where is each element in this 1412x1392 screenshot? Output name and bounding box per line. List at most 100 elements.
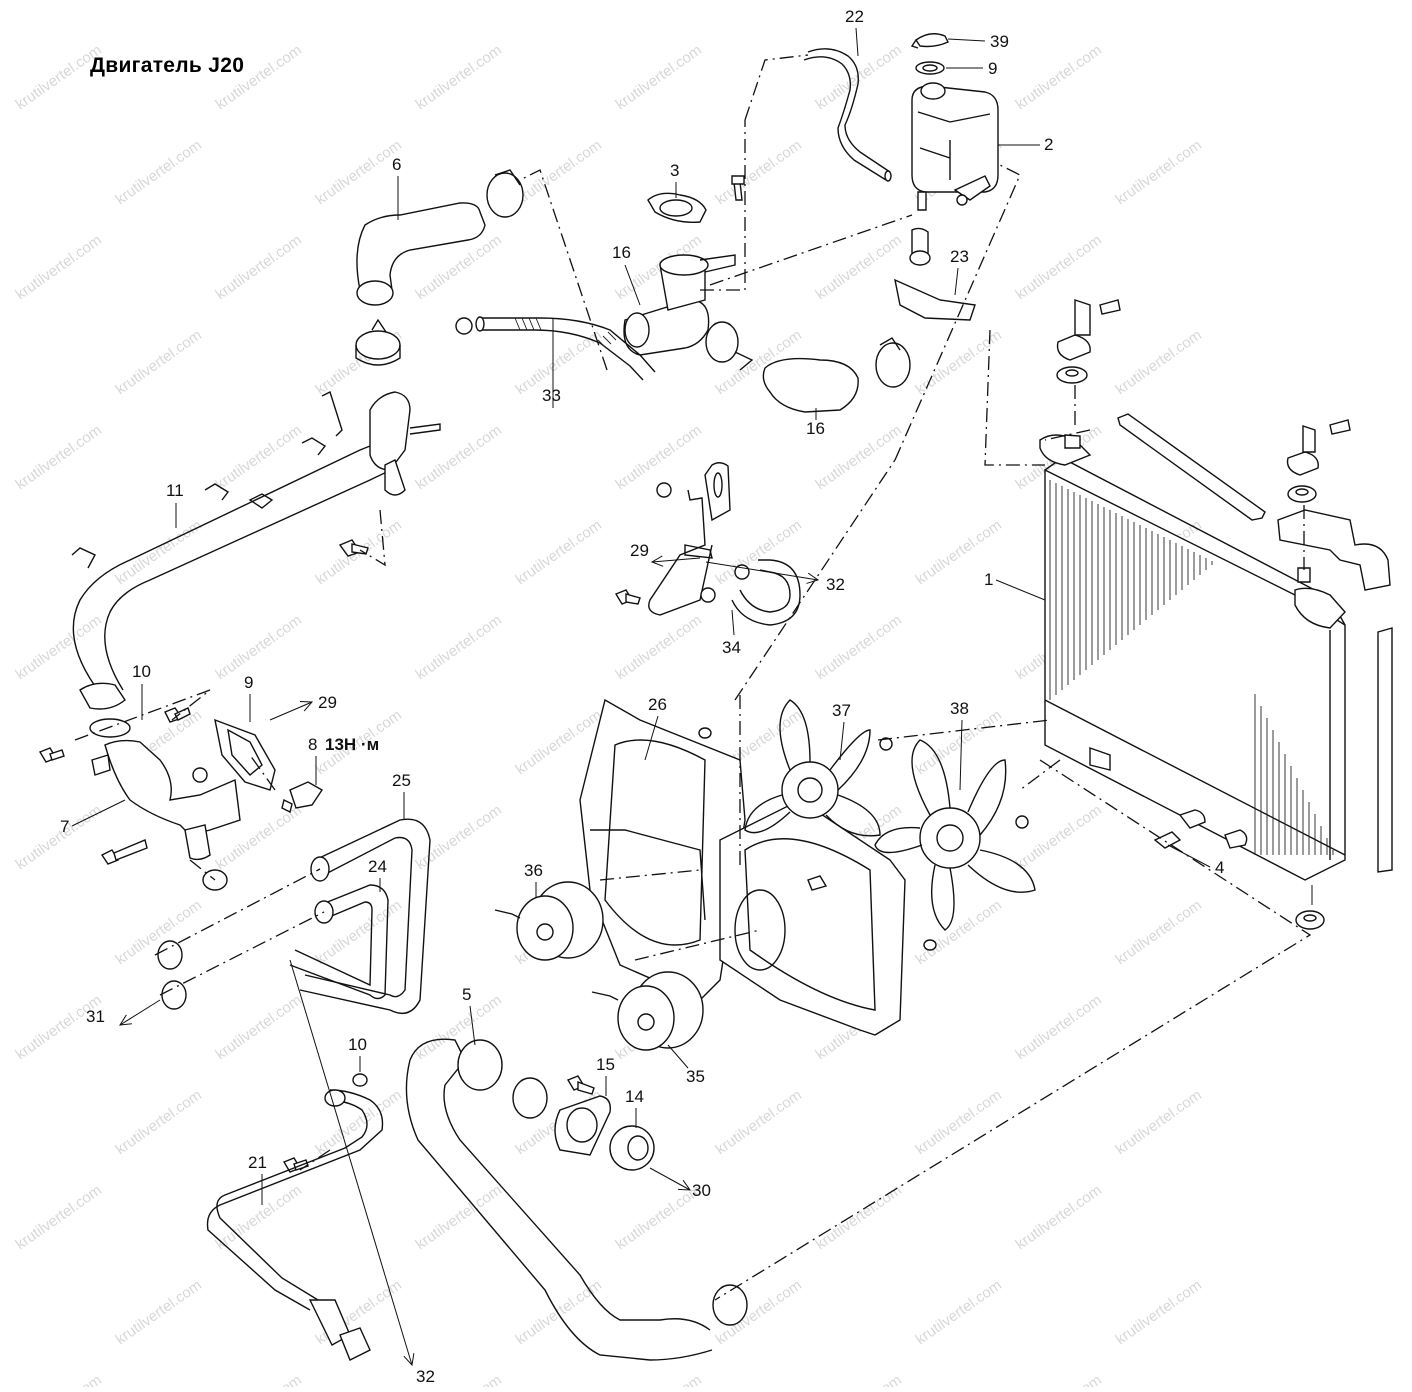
callout-label-21: 21 [248,1153,267,1172]
watermark-text: krutilvertel.com [613,612,705,684]
reservoir-seal-part [915,61,945,75]
watermark-text: krutilvertel.com [813,612,905,684]
bolt-part [338,539,369,557]
watermark-text: krutilvertel.com [13,992,105,1064]
thermostat-cover-part [91,739,241,861]
callout-leader-39 [947,38,986,42]
watermark-text: krutilvertel.com [713,137,805,209]
callout-label-34: 34 [722,638,741,657]
fan-shroud-part [719,799,906,1036]
watermark-text: krutilvertel.com [13,612,105,684]
watermark-text: krutilvertel.com [113,1087,205,1159]
callout-label-3: 3 [670,161,679,180]
watermark-text: krutilvertel.com [713,517,805,589]
thermostat-case-part [554,1095,611,1156]
callout-label-16: 16 [612,243,631,262]
arrowhead-icon [650,555,664,567]
watermark-text: krutilvertel.com [613,42,705,114]
callout-arrow-32 [705,561,819,581]
watermark-text: krutilvertel.com [513,1277,605,1349]
callout-leader-lines [71,27,1211,1367]
callout-label-37: 37 [832,701,851,720]
watermark-text: krutilvertel.com [13,422,105,494]
arrowhead-icon [299,700,314,712]
callout-leader-5 [469,1005,476,1046]
bolt-part [698,727,937,951]
water-inlet-pipe-part [71,391,441,694]
callout-label-11: 11 [166,481,184,500]
callout-label-1: 1 [984,570,993,589]
hose-clamp-part [705,321,754,371]
watermark-text: krutilvertel.com [813,422,905,494]
watermark-text: krutilvertel.com [613,1372,705,1387]
watermark-text: krutilvertel.com [713,1087,805,1159]
callout-leader-1 [995,579,1046,601]
arrowhead-icon [677,1179,692,1191]
watermark-text: krutilvertel.com [1113,137,1205,209]
watermark-text: krutilvertel.com [1113,327,1205,399]
callout-label-23: 23 [950,247,969,266]
callout-label-25: 25 [392,771,411,790]
upper-hose-part [356,202,486,306]
fan-nut-part [879,737,1029,829]
watermark-text: krutilvertel.com [213,232,305,304]
radiator-mount-upper-right [1286,419,1351,570]
watermark-text: krutilvertel.com [1113,897,1205,969]
heater-return-pipe-part [206,1089,384,1361]
fan-shroud-part [579,698,746,1001]
watermark-text: krutilvertel.com [213,612,305,684]
fan-blade-left-part [744,699,881,837]
callout-label-38: 38 [950,699,969,718]
watermark-text: krutilvertel.com [1013,42,1105,114]
callout-label-29: 29 [318,693,337,712]
callout-arrow-31 [119,999,161,1026]
fan-blade-right-part [874,739,1036,931]
arrowhead-icon [403,1353,415,1367]
callout-label-5: 5 [462,985,471,1004]
o-ring-part [79,682,131,738]
bolt-part [38,707,191,865]
fan-motor-upper-part [494,881,604,961]
watermark-text: krutilvertel.com [13,1372,105,1387]
callout-arrow-30 [649,1167,691,1191]
callout-leader-7 [71,799,126,827]
callout-label-9: 9 [988,59,997,78]
radiator-mount-upper-left [1056,299,1121,430]
watermark-text: krutilvertel.com [413,802,505,874]
watermark-text: krutilvertel.com [213,1372,305,1387]
watermark-text: krutilvertel.com [113,137,205,209]
bolt-part [282,1075,595,1173]
assembly-guide-lines [74,54,1312,1301]
heater-hose-part [731,559,801,626]
watermark-text: krutilvertel.com [913,1277,1005,1349]
callout-leader-4 [1167,844,1211,868]
callout-label-2: 2 [1044,135,1053,154]
watermark-text: krutilvertel.com [613,422,705,494]
callout-label-4: 4 [1215,858,1224,877]
watermark-text: krutilvertel.com [213,992,305,1064]
radiator-duct-part [1277,509,1391,591]
arrowhead-icon [119,1014,132,1026]
watermark-text: krutilvertel.com [113,1277,205,1349]
drain-plug-part [1153,831,1182,849]
callout-label-36: 36 [524,861,543,880]
callout-label-31: 31 [86,1007,105,1026]
thermostat-part [609,1125,655,1171]
hose-clamp-part [157,869,228,1010]
callout-label-33: 33 [542,386,561,405]
radiator-inlet-hose-part [762,357,859,413]
arrowhead-icon [806,572,820,584]
watermark-text: krutilvertel.com [413,42,505,114]
reservoir-bracket-part [894,191,976,321]
watermark-text: krutilvertel.com [813,1372,905,1387]
callout-label-32: 32 [826,575,845,594]
torque-spec-label: 13Н ·м [325,735,379,754]
callout-label-39: 39 [990,32,1009,51]
callout-label-29: 29 [630,541,649,560]
radiator-cap-part [647,192,707,223]
watermark-text: krutilvertel.com [1013,992,1105,1064]
radiator-mount-lower [1295,885,1325,930]
callout-label-6: 6 [392,155,401,174]
